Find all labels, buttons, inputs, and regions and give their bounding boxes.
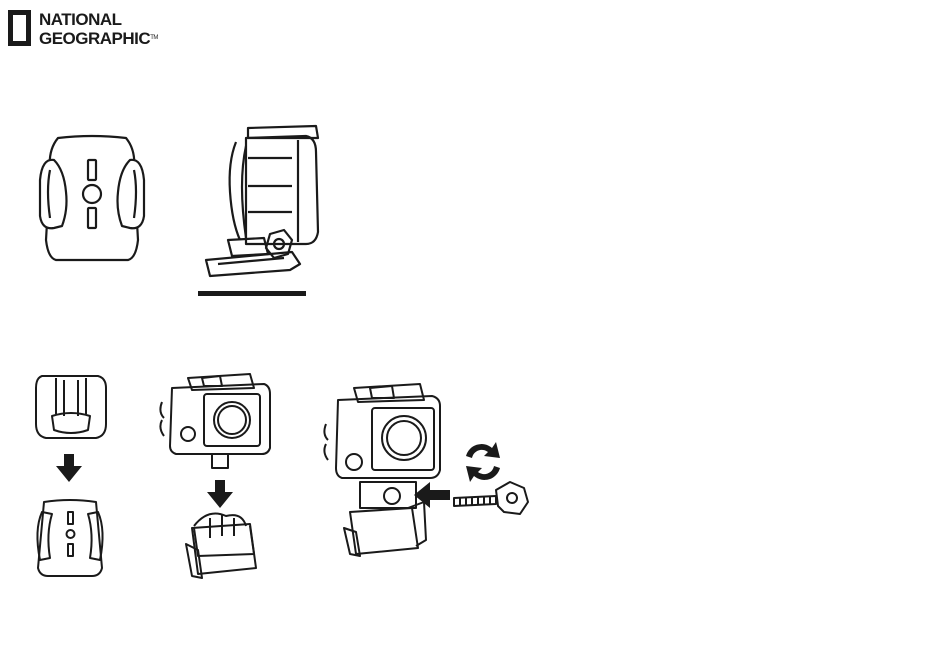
surface-line xyxy=(198,291,306,296)
rotate-arrows-icon xyxy=(466,442,500,482)
logo-wordmark: NATIONAL GEOGRAPHICTM xyxy=(39,10,158,48)
logo-trademark: TM xyxy=(150,35,158,41)
down-arrow-icon xyxy=(207,480,233,508)
thumbscrew-icon xyxy=(454,482,528,514)
camera-on-mount-side-figure xyxy=(188,122,323,302)
logo-line-2: GEOGRAPHIC xyxy=(39,29,150,48)
housing-onto-mount-figure xyxy=(158,368,278,583)
insert-thumbscrew-figure xyxy=(320,378,532,558)
logo-yellow-border-icon xyxy=(8,10,31,46)
national-geographic-logo: NATIONAL GEOGRAPHICTM xyxy=(8,10,168,54)
down-arrow-icon xyxy=(56,454,82,482)
clip-into-base-figure xyxy=(26,370,116,580)
logo-line-1: NATIONAL xyxy=(39,10,158,29)
curved-adhesive-mount-figure xyxy=(28,130,158,265)
